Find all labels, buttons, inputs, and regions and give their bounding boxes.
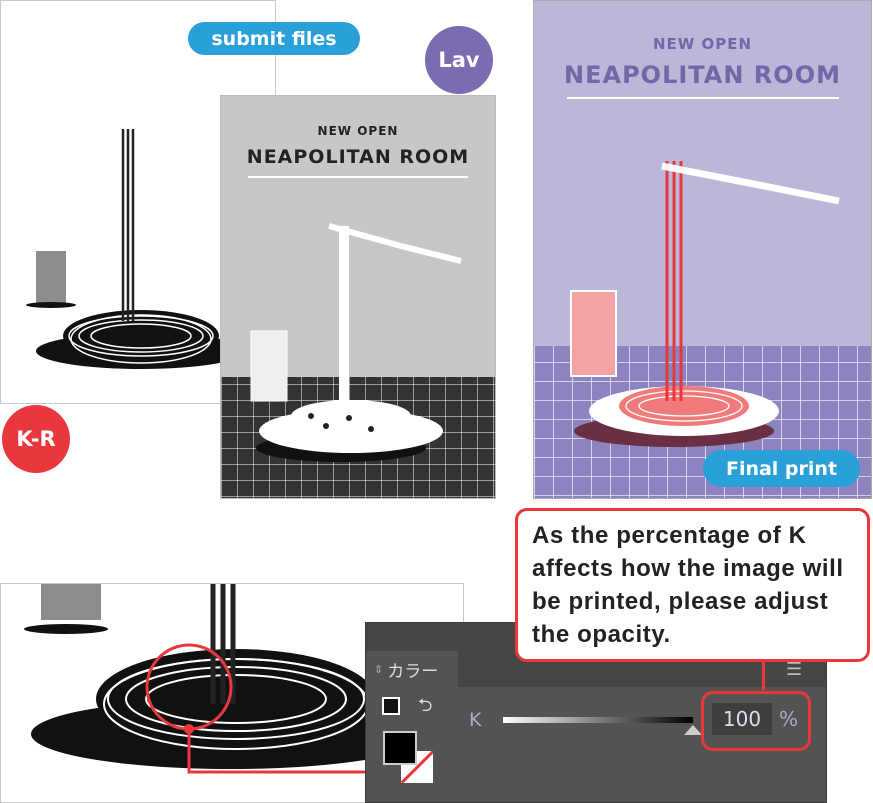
- poster-subtitle: NEW OPEN: [652, 35, 753, 53]
- title-underline: [567, 97, 839, 99]
- title-underline: [248, 176, 468, 178]
- default-colors-icon[interactable]: [382, 697, 400, 715]
- panel-menu-icon[interactable]: ☰: [786, 659, 803, 680]
- lav-badge: Lav: [425, 26, 493, 94]
- opacity-callout: As the percentage of K affects how the i…: [515, 508, 870, 662]
- final-print-badge: Final print: [703, 450, 860, 487]
- poster-subtitle: NEW OPEN: [317, 124, 399, 138]
- k-unit-label: %: [779, 707, 799, 731]
- swap-colors-icon[interactable]: ⮌: [418, 695, 433, 716]
- fill-swatch[interactable]: [383, 731, 417, 765]
- callout-connector: [762, 658, 765, 690]
- k-slider-track[interactable]: [503, 717, 693, 723]
- k-value-input[interactable]: 100: [712, 703, 772, 735]
- k-channel-label: K: [469, 709, 482, 731]
- callout-text: As the percentage of K affects how the i…: [532, 522, 844, 648]
- lavender-poster: NEW OPEN NEAPOLITAN ROOM: [533, 0, 872, 499]
- k-slider-handle[interactable]: [684, 725, 702, 735]
- collapse-arrows-icon: ⇕: [374, 662, 384, 676]
- kr-badge: K-R: [2, 405, 70, 473]
- lavender-spaghetti-illustration: [534, 161, 871, 498]
- zoomed-spaghetti-illustration: [24, 584, 431, 774]
- gray-poster: NEW OPEN NEAPOLITAN ROOM: [220, 95, 496, 499]
- poster-title: NEAPOLITAN ROOM: [246, 146, 470, 168]
- tab-color[interactable]: ⇕ カラー: [366, 651, 458, 687]
- submit-files-badge: submit files: [188, 22, 360, 55]
- poster-title: NEAPOLITAN ROOM: [564, 61, 841, 89]
- gray-spaghetti-illustration: [221, 223, 495, 498]
- k-value-highlight: [701, 691, 811, 751]
- kr-spaghetti-illustration: [26, 129, 246, 369]
- tab-label: カラー: [387, 661, 439, 682]
